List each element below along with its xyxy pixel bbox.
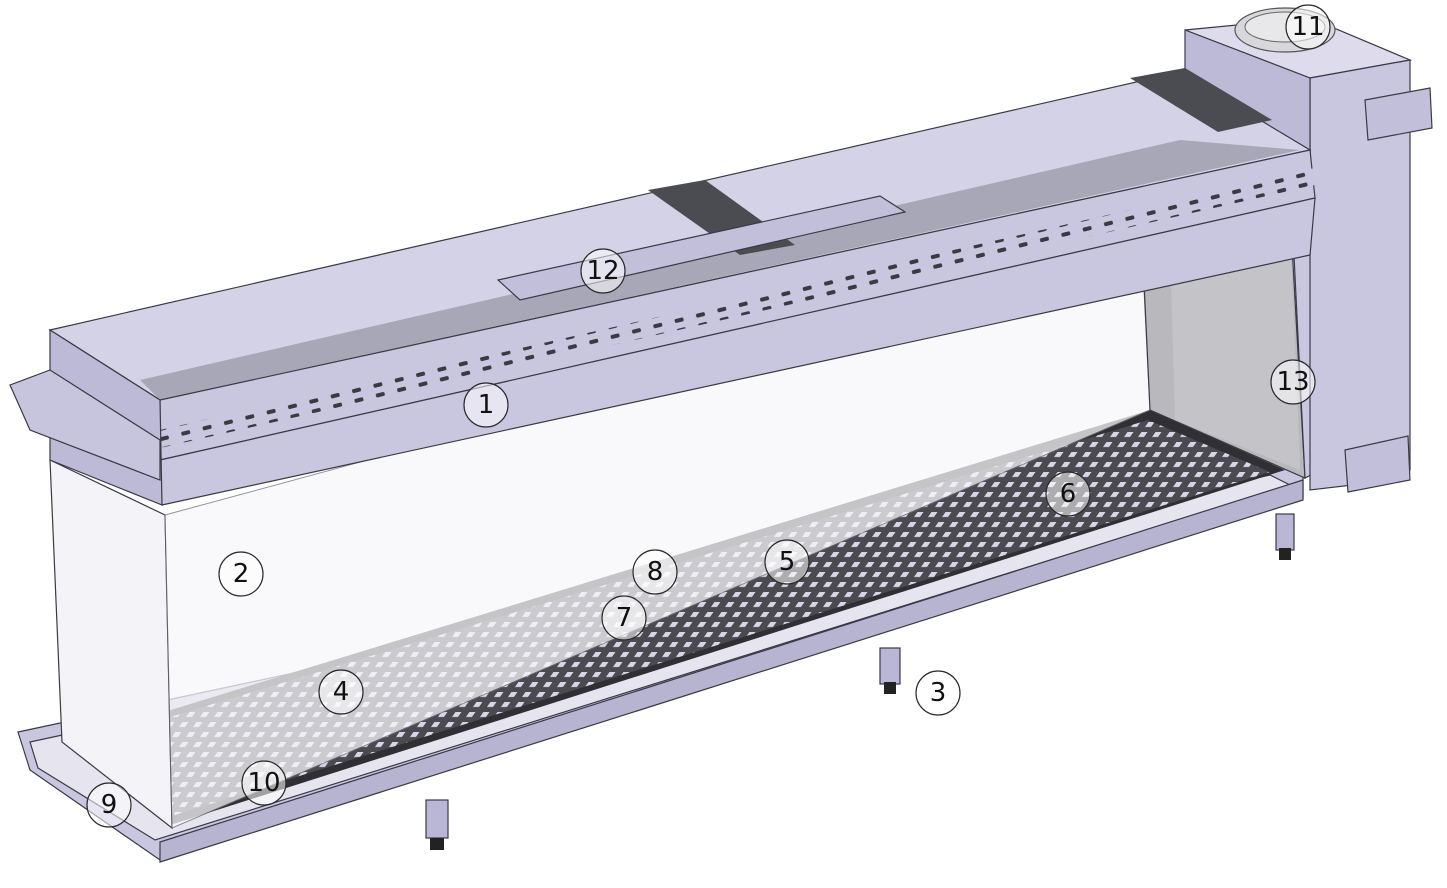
leg-rear-right: [1275, 513, 1295, 560]
callout-11: 11: [1285, 4, 1331, 50]
callout-3: 3: [915, 670, 961, 716]
top-hood: [9, 68, 1316, 506]
callout-9-label: 9: [101, 790, 118, 820]
callout-8: 8: [632, 549, 678, 595]
callout-5-label: 5: [779, 547, 796, 577]
callout-7-label: 7: [616, 603, 633, 633]
callout-10-label: 10: [247, 768, 280, 798]
callout-2: 2: [218, 551, 264, 597]
callout-6-label: 6: [1060, 479, 1077, 509]
callout-13-label: 13: [1276, 367, 1309, 397]
callout-4: 4: [318, 669, 364, 715]
callout-5: 5: [764, 539, 810, 585]
callout-10: 10: [241, 760, 287, 806]
callout-6: 6: [1045, 471, 1091, 517]
leg-front-left: [425, 799, 449, 850]
callout-3-label: 3: [930, 678, 947, 708]
callout-4-label: 4: [333, 677, 350, 707]
glass-panels: [49, 249, 1151, 830]
callout-13: 13: [1270, 359, 1316, 405]
callout-1-label: 1: [478, 390, 495, 420]
callout-12-label: 12: [586, 256, 619, 286]
callout-1: 1: [463, 382, 509, 428]
callout-8-label: 8: [647, 557, 664, 587]
callout-12: 12: [580, 248, 626, 294]
callout-7: 7: [601, 595, 647, 641]
callout-9: 9: [86, 782, 132, 828]
callout-11-label: 11: [1291, 12, 1324, 42]
leg-front-mid: [879, 647, 901, 694]
callout-2-label: 2: [233, 559, 250, 589]
